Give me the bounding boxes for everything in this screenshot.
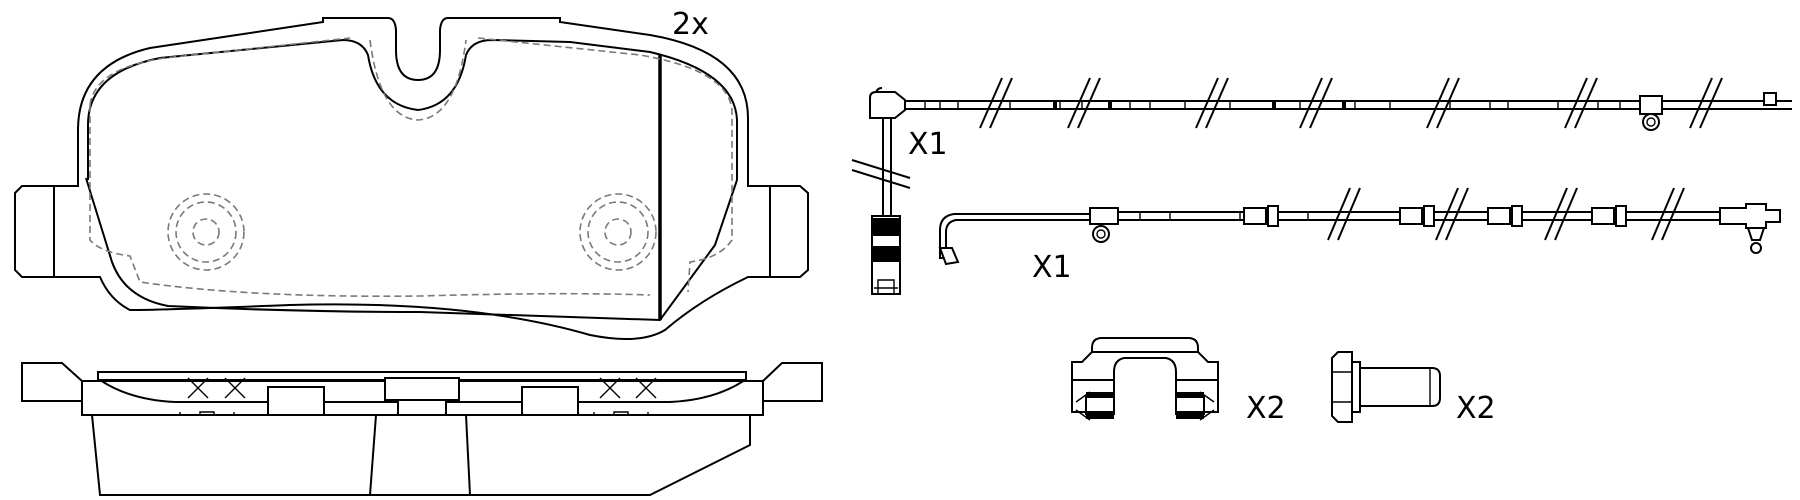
bolt-shank bbox=[1359, 367, 1441, 407]
shim-tab-center-lower bbox=[397, 399, 447, 416]
wear-sensor-1-quantity-label: X1 bbox=[908, 127, 948, 162]
sensor2-cable-bend-a bbox=[939, 213, 1090, 259]
clip-left-grip bbox=[1075, 391, 1115, 421]
shim-tab-left bbox=[267, 386, 325, 416]
sensor2-grommet bbox=[1089, 207, 1119, 225]
sensor2-inline-connectors bbox=[1243, 205, 1627, 227]
sensor1-cable-markers bbox=[1053, 100, 1346, 110]
pad-backing-plate-inner-edge bbox=[87, 38, 738, 180]
sensor1-probe-band-1 bbox=[872, 218, 900, 236]
bolt-head bbox=[1331, 351, 1353, 423]
bolt-flange bbox=[1351, 361, 1361, 413]
sensor2-cable-bend-b bbox=[945, 219, 1090, 258]
sensor1-mount-eye-hole bbox=[1646, 117, 1656, 127]
left-locating-pin bbox=[167, 193, 245, 271]
pad-quantity-label: 2x bbox=[672, 7, 709, 42]
sensor2-probe-tip bbox=[938, 247, 960, 266]
pad-side-friction-block bbox=[90, 414, 751, 496]
sensor1-break-mark-down bbox=[851, 159, 911, 189]
sensor2-end-latch-pin bbox=[1750, 242, 1762, 254]
pad-side-top-rail bbox=[97, 371, 747, 381]
clip-quantity-label: X2 bbox=[1246, 391, 1286, 426]
friction-material-outline bbox=[85, 177, 738, 322]
sensor2-mount-eye bbox=[1092, 225, 1110, 243]
friction-slot-right bbox=[465, 414, 471, 496]
clip-body bbox=[1071, 337, 1219, 413]
brake-pad-front-view: 2x bbox=[14, 7, 809, 340]
sensor1-grommet bbox=[869, 91, 906, 119]
wear-sensor-1: X1 bbox=[851, 77, 1792, 295]
spring-clip: X2 bbox=[1071, 337, 1286, 426]
sensor1-cable-ticks bbox=[924, 101, 1661, 109]
hidden-notch-edge bbox=[369, 39, 467, 121]
bolt-quantity-label: X2 bbox=[1456, 391, 1496, 426]
sensor2-end-connector bbox=[1719, 203, 1781, 229]
sensor1-mount-eye bbox=[1642, 113, 1660, 131]
sensor1-probe-band-2 bbox=[872, 246, 900, 262]
sensor1-connector-clip bbox=[1639, 95, 1663, 115]
guide-bolt: X2 bbox=[1331, 351, 1496, 426]
shim-tab-center bbox=[384, 377, 460, 401]
brake-pad-side-view bbox=[21, 362, 823, 496]
sensor1-probe-tip bbox=[874, 279, 898, 294]
sensor2-mount-eye-hole bbox=[1096, 229, 1106, 239]
sensor2-break-marks bbox=[1327, 187, 1685, 241]
sensor1-break-marks bbox=[979, 77, 1723, 129]
sensor2-cable-ticks bbox=[1139, 212, 1601, 220]
hidden-friction-edge bbox=[89, 37, 733, 298]
pad-backing-plate bbox=[14, 17, 809, 340]
sensor1-end-plug bbox=[1763, 92, 1777, 106]
right-locating-pin bbox=[579, 193, 657, 271]
clip-right-grip bbox=[1175, 391, 1215, 421]
wear-sensor-2-quantity-label: X1 bbox=[1032, 250, 1072, 285]
friction-slot-left bbox=[369, 414, 377, 496]
wear-sensor-2: X1 bbox=[938, 187, 1781, 285]
shim-tab-right bbox=[521, 386, 579, 416]
sensor2-end-latch bbox=[1746, 227, 1766, 241]
